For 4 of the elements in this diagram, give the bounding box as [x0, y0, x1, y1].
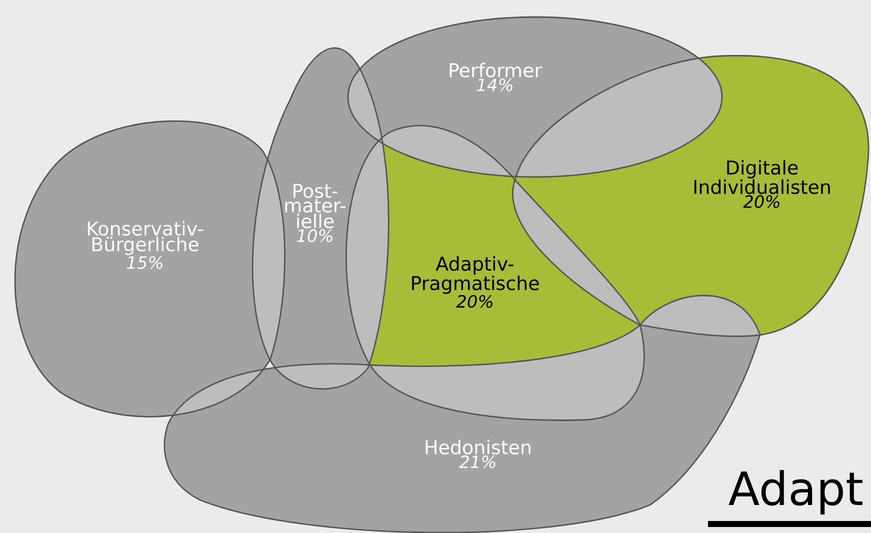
milieu-region: Post- mater- ielle 10%: [252, 47, 390, 390]
milieu-region: Konservativ- Bürgerliche 15%: [14, 120, 286, 418]
milieu-region: Adaptiv- Pragmatische 20%: [345, 125, 645, 421]
milieu-region: Performer 14%: [347, 16, 723, 178]
